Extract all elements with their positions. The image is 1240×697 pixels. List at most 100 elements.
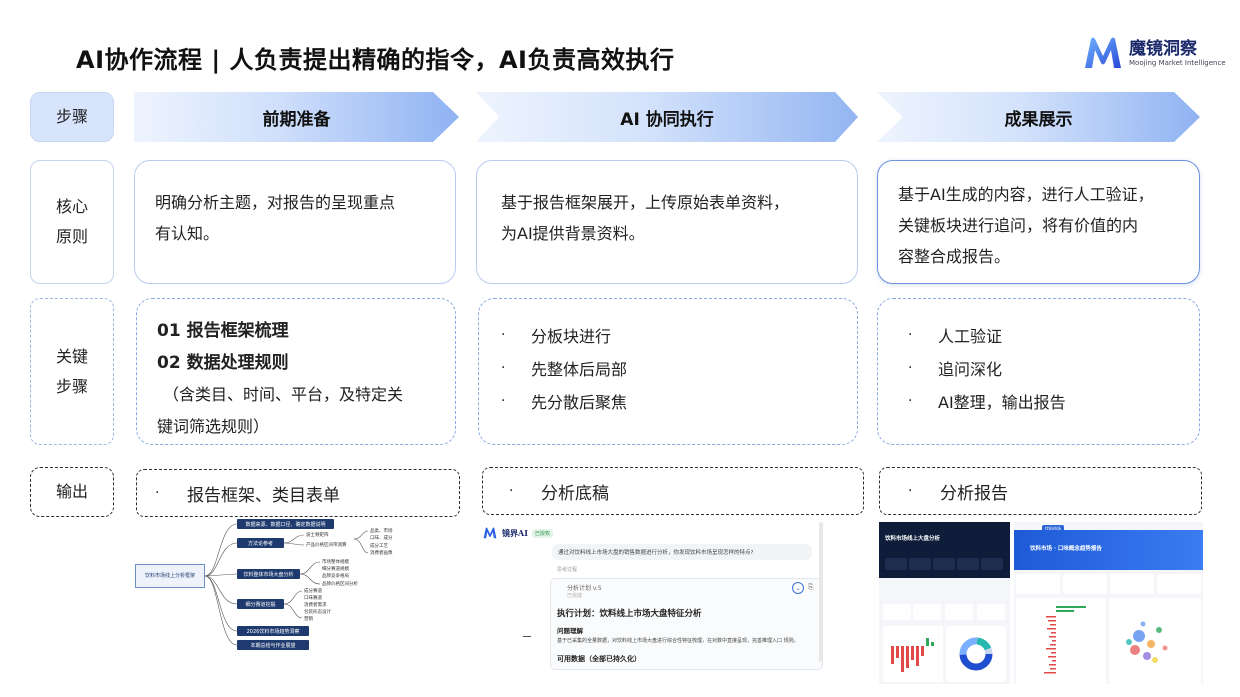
list-item: · 追问深化 <box>908 351 1199 384</box>
mindmap-root: 饮料市场线上分析框架 <box>135 564 205 588</box>
row-label-key-line1: 关键 <box>55 346 88 366</box>
output-text: 报告框架、类目表单 <box>187 485 340 506</box>
mindmap-leaf: 品牌价格区间分析 <box>322 582 358 587</box>
report-tag: 饮料市场 <box>1042 525 1064 533</box>
mindmap-leaf: 产品价格区间带测算 <box>306 543 347 548</box>
list-item-text: AI整理，输出报告 <box>938 392 1066 412</box>
report-banner <box>1014 530 1203 570</box>
row-label-core: 核心原则 <box>30 160 114 284</box>
chat-section: 问题理解 <box>557 627 583 635</box>
list-item-text: 先分散后聚焦 <box>531 392 628 412</box>
mindmap-branch: 细分赛道挖掘 <box>237 599 284 609</box>
stage-arrow-result: 成果展示 <box>877 92 1200 142</box>
report-bubble-chart <box>1126 621 1168 663</box>
output-result: · 分析报告 <box>879 467 1202 515</box>
mindmap-leaf: 细分赛道规模 <box>322 567 349 572</box>
mindmap-branch: 2026饮料市场趋势洞察 <box>237 626 309 636</box>
bullet-icon: · <box>908 483 913 499</box>
list-item: · 分板块进行 <box>501 318 857 351</box>
chat-plan-status: 已完成 <box>567 593 583 599</box>
bullet-icon: · <box>908 359 913 376</box>
report-hbar-panel <box>1016 598 1106 684</box>
chevron-down-icon[interactable]: ⌄ <box>792 582 804 594</box>
output-text: 分析报告 <box>940 483 1008 504</box>
core-line: 关键板块进行追问，将有价值的内 <box>898 216 1139 235</box>
mindmap-leaf: 市场整体规模 <box>322 560 349 565</box>
stage-arrow-ai: AI 协同执行 <box>476 92 858 142</box>
chat-badge: 已授权 <box>531 528 553 538</box>
mindmap-branch: 本期总结与作业展望 <box>237 640 309 650</box>
mindmap-branch: 饮料整体市场大盘分析 <box>237 569 300 579</box>
report-thumbnail-1: 饮料市场线上大盘分析 <box>879 522 1010 684</box>
report-bar-panel <box>883 626 943 682</box>
mindmap-leaf: 口味赛道 <box>304 596 322 601</box>
bullet-icon: · <box>501 392 506 409</box>
row-label-core-line2: 原则 <box>55 227 88 246</box>
report-thumbnail-2: 饮料市场 饮料市场 · 口味概念趋势报告 <box>1014 522 1203 684</box>
core-line: 明确分析主题，对报告的呈现重点 <box>155 193 396 212</box>
list-item-text: 追问深化 <box>938 359 1003 379</box>
logo-name: 魔镜洞察 <box>1129 38 1197 59</box>
core-line: 基于AI生成的内容，进行人工验证， <box>898 185 1154 204</box>
report-title: 饮料市场 · 口味概念趋势报告 <box>1030 546 1102 552</box>
list-item: · 先整体后局部 <box>501 351 857 384</box>
core-line: 容整合成报告。 <box>898 247 1011 266</box>
core-principle-result: 基于AI生成的内容，进行人工验证， 关键板块进行追问，将有价值的内 容整合成报告… <box>877 160 1200 284</box>
chat-plan-card: 分析计划 v.5 已完成 ⌄ ⎘ 执行计划：饮料线上市场大盘特征分析 问题理解 … <box>550 578 823 670</box>
key-steps-result: · 人工验证 · 追问深化 · AI整理，输出报告 <box>877 298 1200 445</box>
row-label-key-line2: 步骤 <box>55 376 88 396</box>
bullet-icon: · <box>509 483 514 499</box>
chat-section: 可用数据（全部已持久化） <box>557 654 641 663</box>
key-steps-prep: 01 报告框架梳理 02 数据处理规则 （含类目、时间、平台，及特定关 键词筛选… <box>136 298 456 445</box>
report-donut-panel <box>946 626 1006 682</box>
list-item-text: 分板块进行 <box>531 326 612 346</box>
report-title: 饮料市场线上大盘分析 <box>885 536 941 542</box>
mindmap-leaf: 成分工艺 <box>370 544 388 549</box>
list-item: · AI整理，输出报告 <box>908 384 1199 417</box>
core-line: 为AI提供背景资料。 <box>501 224 645 243</box>
bullet-icon: · <box>501 326 506 343</box>
divider <box>523 636 531 637</box>
list-item-text: 先整体后局部 <box>531 359 628 379</box>
bullet-icon: · <box>155 485 160 501</box>
copy-icon[interactable]: ⎘ <box>808 583 814 591</box>
chat-question: 通过对饮料线上市场大盘的销售数据进行分析，你发现饮料市场呈现怎样的特点? <box>552 544 812 560</box>
output-ai: · 分析底稿 <box>482 467 864 515</box>
chat-thinking[interactable]: 思考过程 <box>557 567 578 573</box>
chat-body: 基于已采集的全量数据，对饮料线上市场大盘进行综合性特征梳理，在对数中直接呈现，完… <box>557 638 799 644</box>
row-label-key-steps: 关键步骤 <box>30 298 114 445</box>
mindmap-leaf: 包装形态设计 <box>304 610 331 615</box>
list-item: · 人工验证 <box>908 318 1199 351</box>
output-text: 分析底稿 <box>541 483 609 504</box>
bullet-icon: · <box>501 359 506 376</box>
logo: 魔镜洞察 Moojing Market Intelligence <box>1083 36 1226 70</box>
bullet-icon: · <box>908 392 913 409</box>
mindmap-thumbnail: 饮料市场线上分析框架 数据来源、数据口径、确定数据说明 方法论参考 饮料整体市场… <box>134 518 420 650</box>
ai-chat-thumbnail: 镜界AI 已授权 通过对饮料线上市场大盘的销售数据进行分析，你发现饮料市场呈现怎… <box>482 522 827 670</box>
key-steps-ai: · 分板块进行 · 先整体后局部 · 先分散后聚焦 <box>478 298 858 445</box>
mindmap-branch: 方法论参考 <box>237 538 284 548</box>
mindmap-leaf: 品牌竞争格局 <box>322 574 349 579</box>
stage-arrow-prep: 前期准备 <box>134 92 459 142</box>
list-item-text: 人工验证 <box>938 326 1003 346</box>
mindmap-leaf: 波士顿矩阵 <box>306 533 329 538</box>
key-step-title: 01 报告框架梳理 <box>157 321 289 341</box>
core-line: 基于报告框架展开，上传原始表单资料， <box>501 193 790 212</box>
chat-scrollbar[interactable] <box>819 522 823 662</box>
chat-logo-icon <box>483 527 497 539</box>
logo-subtitle: Moojing Market Intelligence <box>1129 58 1226 67</box>
list-item: · 先分散后聚焦 <box>501 384 857 417</box>
mindmap-connectors <box>204 523 369 646</box>
mindmap-branch: 数据来源、数据口径、确定数据说明 <box>237 519 334 529</box>
mindmap-leaf: 成分赛道 <box>304 589 322 594</box>
report-bubble-panel <box>1109 598 1201 684</box>
key-step-title: 02 数据处理规则 <box>157 352 289 373</box>
key-step-note: （含类目、时间、平台，及特定关 <box>163 385 404 404</box>
report-donut-chart <box>959 637 993 671</box>
key-step-note: 键词筛选规则） <box>157 416 270 436</box>
row-label-output: 输出 <box>30 467 114 517</box>
mindmap-leaf: 营销 <box>304 617 313 622</box>
bullet-icon: · <box>908 326 913 343</box>
report-hbar-chart <box>1044 606 1086 674</box>
chat-heading: 执行计划：饮料线上市场大盘特征分析 <box>557 609 702 619</box>
